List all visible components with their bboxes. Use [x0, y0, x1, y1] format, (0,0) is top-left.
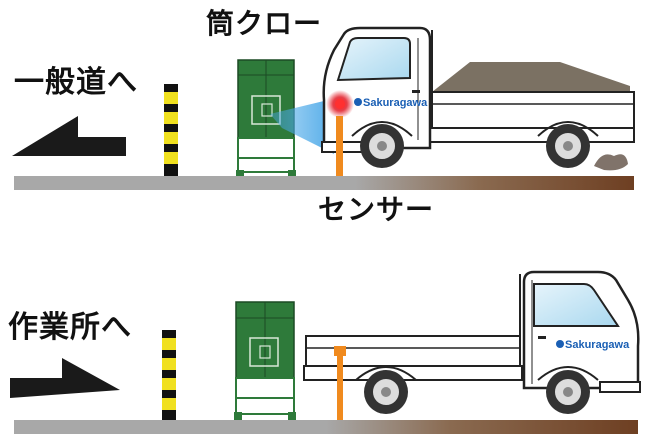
mud-splash — [594, 154, 628, 171]
barrier-pole-top — [164, 84, 178, 176]
svg-text:Sakuragawa: Sakuragawa — [565, 339, 630, 351]
truck-top — [321, 26, 635, 168]
truck-logo-bottom: Sakuragawa — [556, 339, 630, 351]
arrow-right-icon — [10, 358, 120, 398]
sensor-beam — [270, 100, 334, 154]
dirt-load — [432, 62, 630, 96]
road-top — [14, 176, 634, 190]
svg-text:Sakuragawa: Sakuragawa — [363, 97, 428, 109]
truck-logo-top: Sakuragawa — [354, 97, 428, 109]
sensor-head-bottom — [334, 346, 346, 356]
direction-label-bottom: 作業所へ — [8, 310, 132, 345]
device-label: 筒クロー — [206, 7, 323, 40]
sensor-post-bottom — [337, 356, 343, 420]
arrow-left-icon — [12, 116, 126, 156]
sensor-post-top — [336, 116, 343, 176]
tire-washer-machine-bottom — [234, 301, 296, 420]
truck-bottom — [303, 270, 641, 414]
road-bottom — [14, 420, 638, 434]
sensor-label: センサー — [318, 193, 435, 226]
barrier-pole-bottom — [162, 330, 176, 420]
direction-label-top: 一般道へ — [14, 65, 138, 100]
